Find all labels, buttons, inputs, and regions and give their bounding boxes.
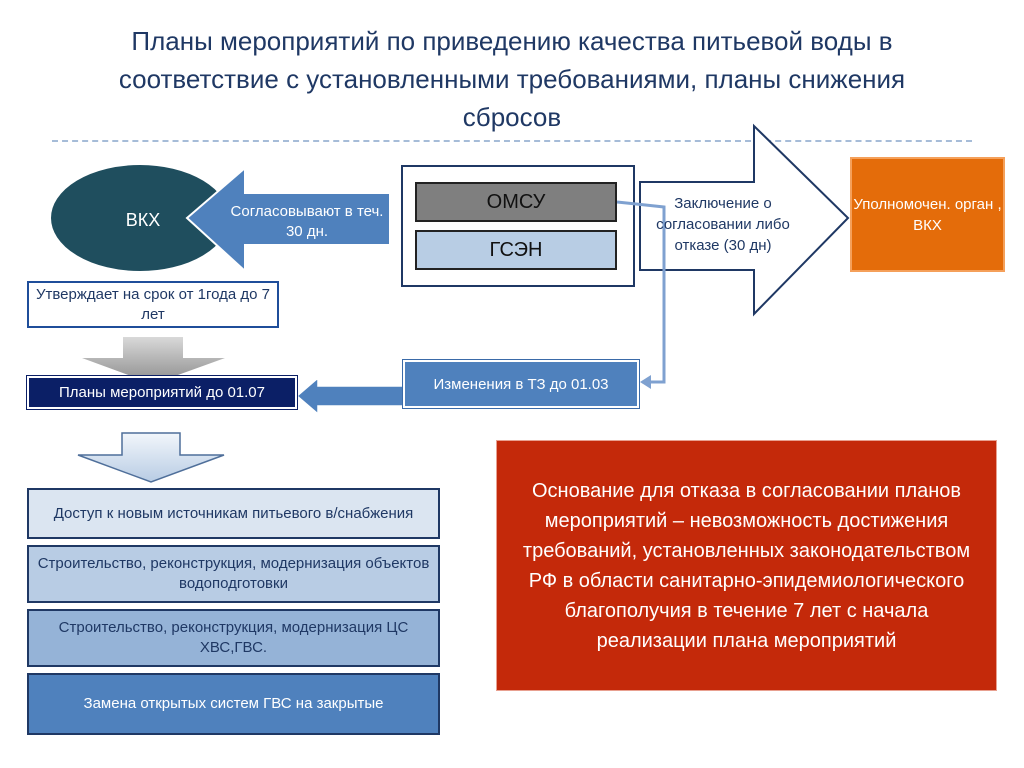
connector-line (616, 200, 666, 384)
approve-box: Утверждает на срок от 1года до 7 лет (27, 281, 279, 328)
plans-box: Планы мероприятий до 01.07 (26, 375, 298, 410)
down-arrow-gray (82, 337, 225, 384)
gsen-box: ГСЭН (415, 230, 617, 270)
measure-item-closed-systems: Замена открытых систем ГВС на закрытые (27, 673, 440, 735)
omsu-box: ОМСУ (415, 182, 617, 222)
down-arrow-blue (77, 432, 225, 483)
page-title: Планы мероприятий по приведению качества… (118, 26, 906, 132)
title-divider (52, 140, 972, 142)
agree-arrow (185, 165, 391, 274)
changes-arrow (295, 376, 404, 416)
agree-label: Согласовывают в теч. 30 дн. (230, 203, 384, 240)
authority-box: Уполномочен. орган , ВКХ (850, 157, 1005, 272)
conclusion-arrow (639, 123, 850, 317)
measure-item-networks: Строительство, реконструкция, модернизац… (27, 609, 440, 667)
measure-item-sources: Доступ к новым источникам питьевого в/сн… (27, 488, 440, 539)
measure-item-treatment: Строительство, реконструкция, модернизац… (27, 545, 440, 603)
connector-arrowhead (640, 375, 651, 389)
conclusion-label: Заключение о согласовании либо отказе (3… (656, 194, 790, 254)
changes-box: Изменения в ТЗ до 01.03 (402, 359, 640, 409)
vkx-label: ВКХ (125, 209, 161, 230)
refusal-basis-box: Основание для отказа в согласовании план… (496, 440, 997, 691)
